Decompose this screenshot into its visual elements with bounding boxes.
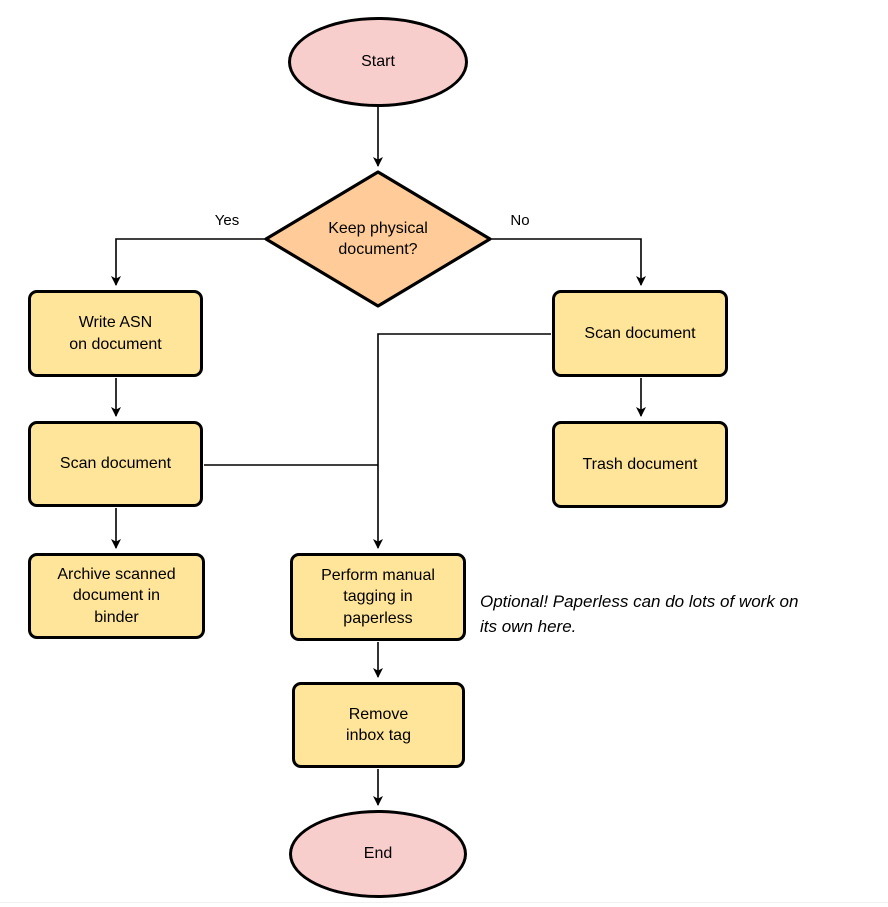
node-remove-inbox-tag: Remove inbox tag — [292, 682, 465, 768]
annotation-optional-paperless: Optional! Paperless can do lots of work … — [480, 592, 799, 636]
connector-decision-scan-right — [490, 238, 646, 286]
bottom-divider — [0, 902, 888, 903]
edge-label-no: No — [510, 212, 530, 229]
node-perform-tagging: Perform manual tagging in paperless — [290, 553, 466, 641]
node-start: Start — [288, 17, 468, 107]
edge-label-yes: Yes — [214, 212, 240, 229]
node-scan-document-left: Scan document — [28, 421, 203, 507]
node-write-asn: Write ASN on document — [28, 290, 203, 377]
node-scan-document-right: Scan document — [552, 290, 728, 377]
node-trash-document: Trash document — [552, 421, 728, 508]
decision-diamond-shape — [264, 170, 492, 308]
node-decision-label: Keep physical document? — [328, 219, 428, 258]
node-end: End — [289, 810, 467, 898]
connector-decision-write-asn — [111, 238, 266, 286]
node-archive-binder: Archive scanned document in binder — [28, 553, 205, 639]
connector-scan-right-perform-tagging — [373, 333, 551, 549]
